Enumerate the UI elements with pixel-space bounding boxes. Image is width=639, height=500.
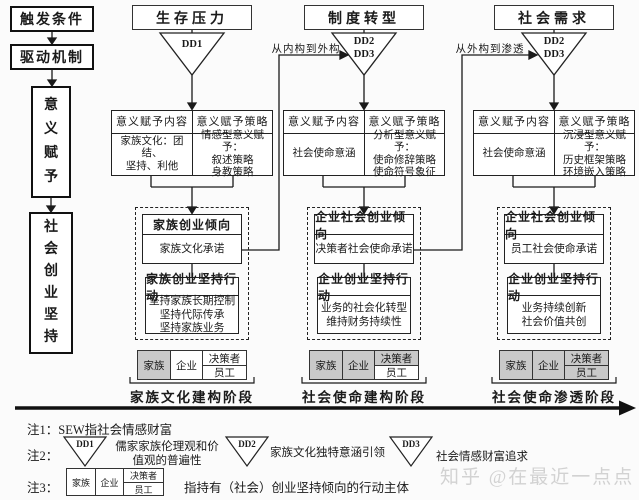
- note-1: 注1：SEW指社会情感财富: [27, 419, 172, 438]
- col1-strategy-cell: 情感型意义赋予： 叙述策略 身教策略: [192, 130, 272, 178]
- note-dd1-text: 儒家家族伦理观和价 值观的普遍性: [115, 441, 219, 467]
- column-1-connectors: [150, 29, 234, 277]
- actor-decision-maker: 决策者: [374, 351, 418, 365]
- flow-label-internal-external: 从内构到外构: [271, 44, 341, 55]
- note3-legend-table: 家族 企业 决策者 员工: [66, 468, 164, 496]
- actor-employee: 员工: [202, 365, 246, 379]
- col1-meaning-table: 意义赋予内容 意义赋予策略 家族文化：团结、 坚持、利他 情感型意义赋予： 叙述…: [111, 110, 273, 178]
- col3-dd-label: DD2 DD3: [543, 36, 565, 60]
- actor-employee: 员工: [123, 482, 163, 495]
- actor-decision-maker: 决策者: [202, 351, 246, 365]
- col3-stage-label: 社会使命渗透阶段: [492, 390, 616, 405]
- actor-enterprise: 企业: [532, 351, 564, 379]
- col1-tendency-header: 家族创业倾向: [143, 215, 241, 235]
- col1-strategy-header: 意义赋予策略: [192, 111, 272, 133]
- col1-action-content: 坚持家族长期控制 坚持代际传承 坚持家族业务: [148, 295, 236, 335]
- col3-action-box: 企业创业坚持行动 业务持续创新 社会价值共创: [507, 271, 601, 334]
- col3-actor-table: 家族 企业 决策者 员工: [499, 350, 609, 380]
- actor-decision-maker: 决策者: [123, 469, 163, 482]
- actor-employee: 员工: [374, 365, 418, 379]
- col2-tendency-content: 决策者社会使命承诺: [315, 243, 413, 256]
- sidebar-mechanism-box: 驱动机制: [10, 44, 94, 70]
- note1-label: 注1：: [27, 423, 59, 437]
- dd-triangle-2: [330, 32, 398, 77]
- note-dd3-text: 社会情感财富追求: [436, 451, 528, 463]
- note1-text: SEW指社会情感财富: [58, 423, 173, 437]
- col2-dd-label: DD2 DD3: [353, 36, 375, 60]
- col2-stage-label: 社会使命建构阶段: [302, 390, 426, 405]
- col3-content-header: 意义赋予内容: [478, 115, 550, 128]
- actor-family: 家族: [310, 351, 342, 379]
- col1-content-header: 意义赋予内容: [116, 115, 188, 128]
- col3-action-content: 业务持续创新 社会价值共创: [521, 302, 587, 328]
- note3-label: 注3：: [27, 481, 59, 495]
- cross-arrow-2-to-3: [414, 49, 539, 251]
- sidebar-arrows: [45, 32, 58, 214]
- col1-content-cell: 家族文化：团结、 坚持、利他: [112, 133, 192, 175]
- col1-action-box: 家族创业坚持行动 坚持家族长期控制 坚持代际传承 坚持家族业务: [145, 271, 239, 335]
- col2-tendency-box: 企业社会创业倾向 决策者社会使命承诺: [314, 210, 414, 264]
- col2-dashed-container: [307, 207, 421, 340]
- col1-dd-label: DD1: [181, 39, 203, 50]
- col2-action-header: 企业创业坚持行动: [318, 271, 410, 303]
- col1-stage-label: 家族文化建构阶段: [130, 390, 254, 405]
- col3-tendency-content: 员工社会使命承诺: [510, 243, 598, 256]
- dd-triangle-3: [520, 32, 588, 77]
- sidebar-persistence-box: 社 会 创 业 坚 持: [29, 212, 73, 354]
- col3-header: 社会需求: [494, 5, 614, 30]
- col3-dashed-container: [497, 207, 611, 340]
- col2-content-header: 意义赋予内容: [288, 115, 360, 128]
- actor-enterprise: 企业: [342, 351, 374, 379]
- watermark: 知乎 @在最近一点点: [440, 467, 635, 488]
- col1-header: 生存压力: [132, 5, 252, 30]
- col2-meaning-table: 意义赋予内容 意义赋予策略 社会使命意涵 分析型意义赋予： 使命修辞策略 使命符…: [283, 110, 445, 178]
- col3-action-header: 企业创业坚持行动: [508, 271, 600, 303]
- cross-arrow-1-to-2: [242, 49, 350, 251]
- col2-actor-table: 家族 企业 决策者 员工: [309, 350, 419, 380]
- column-3-connectors: [512, 29, 596, 277]
- actor-enterprise: 企业: [170, 351, 202, 379]
- col3-content-cell: 社会使命意涵: [474, 133, 554, 175]
- col2-header: 制度转型: [304, 5, 424, 30]
- flow-label-external-permeation: 从外构到渗透: [455, 44, 525, 55]
- note-dd2-text: 家族文化独特意涵引领: [270, 447, 385, 459]
- col1-action-header: 家族创业坚持行动: [146, 271, 238, 303]
- col3-tendency-box: 企业社会创业倾向 员工社会使命承诺: [504, 210, 604, 264]
- note2-label: 注2：: [27, 449, 59, 463]
- actor-family: 家族: [138, 351, 170, 379]
- actor-family: 家族: [500, 351, 532, 379]
- col3-tendency-header: 企业社会创业倾向: [505, 210, 603, 241]
- stage-brackets: [129, 377, 617, 384]
- actor-employee: 员工: [564, 365, 608, 379]
- timeline-arrow: [15, 400, 636, 416]
- col3-meaning-table: 意义赋予内容 意义赋予策略 社会使命意涵 沉浸型意义赋予： 历史框架策略 环境嵌…: [473, 110, 635, 178]
- sidebar-trigger-box: 触发条件: [10, 6, 94, 32]
- actor-family: 家族: [67, 469, 95, 495]
- col1-tendency-content: 家族文化承诺: [159, 243, 225, 256]
- col2-strategy-cell: 分析型意义赋予： 使命修辞策略 使命符号象征: [364, 130, 444, 178]
- col2-action-content: 业务的社会化转型 维持财务持续性: [320, 302, 408, 328]
- note3-text: 指持有（社会）创业坚持倾向的行动主体: [184, 481, 410, 495]
- col1-tendency-box: 家族创业倾向 家族文化承诺: [142, 214, 242, 264]
- actor-decision-maker: 决策者: [564, 351, 608, 365]
- actor-enterprise: 企业: [95, 469, 123, 495]
- col1-actor-table: 家族 企业 决策者 员工: [137, 350, 247, 380]
- col3-strategy-header: 意义赋予策略: [554, 111, 634, 133]
- note-dd1-label: DD1: [76, 439, 94, 449]
- note-dd2-label: DD2: [238, 439, 256, 449]
- sidebar-meaning-box: 意 义 赋 予: [31, 86, 71, 198]
- col1-dashed-container: [135, 207, 249, 340]
- note-triangles: [62, 436, 434, 468]
- col2-strategy-header: 意义赋予策略: [364, 111, 444, 133]
- col2-content-cell: 社会使命意涵: [284, 133, 364, 175]
- col2-action-box: 企业创业坚持行动 业务的社会化转型 维持财务持续性: [317, 271, 411, 334]
- note-dd3-label: DD3: [402, 439, 420, 449]
- dd-triangle-1: [158, 32, 226, 77]
- col3-strategy-cell: 沉浸型意义赋予： 历史框架策略 环境嵌入策略: [554, 130, 634, 178]
- column-2-connectors: [322, 29, 406, 277]
- col2-tendency-header: 企业社会创业倾向: [315, 210, 413, 241]
